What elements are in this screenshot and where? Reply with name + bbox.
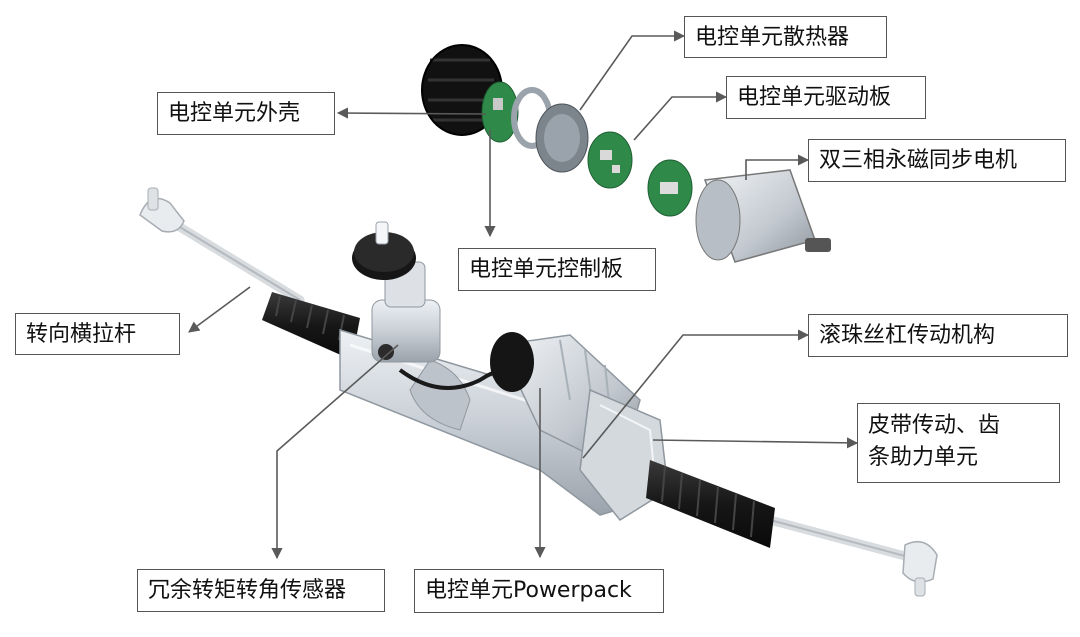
- rack-housing: [339, 328, 651, 516]
- label-ball-screw-drive: 滚珠丝杠传动机构: [808, 314, 1068, 357]
- label-dual-three-phase-motor: 双三相永磁同步电机: [808, 139, 1066, 182]
- label-redundant-torque-angle-sensor: 冗余转矩转角传感器: [137, 569, 385, 612]
- label-belt-rack-line-1: 皮带传动、齿: [868, 413, 1001, 438]
- label-ecu-powerpack: 电控单元Powerpack: [414, 569, 664, 613]
- torque-angle-sensor: [352, 221, 541, 390]
- label-ecu-heatsink: 电控单元散热器: [684, 16, 887, 58]
- left-tie-rod: [139, 187, 305, 305]
- left-bellows-boot: [262, 292, 360, 360]
- label-ecu-housing: 电控单元外壳: [157, 92, 335, 135]
- dual-three-phase-motor-part: [695, 169, 831, 263]
- label-belt-rack-assist-unit: 皮带传动、齿 条助力单元: [857, 403, 1060, 483]
- ecu-control-board-part: [481, 81, 519, 143]
- label-tie-rod: 转向横拉杆: [15, 313, 180, 355]
- right-tie-rod: [765, 515, 938, 597]
- ecu-heatsink-part: [535, 103, 589, 173]
- label-ecu-driver-board: 电控单元驱动板: [726, 76, 926, 119]
- motor-endplate-part: [647, 159, 693, 217]
- label-ecu-control-board: 电控单元控制板: [458, 248, 656, 291]
- right-bellows-boot: [646, 460, 775, 548]
- leader-lines: [188, 30, 859, 560]
- label-belt-rack-line-2: 条助力单元: [868, 445, 979, 470]
- ecu-driver-board-part: [587, 131, 633, 189]
